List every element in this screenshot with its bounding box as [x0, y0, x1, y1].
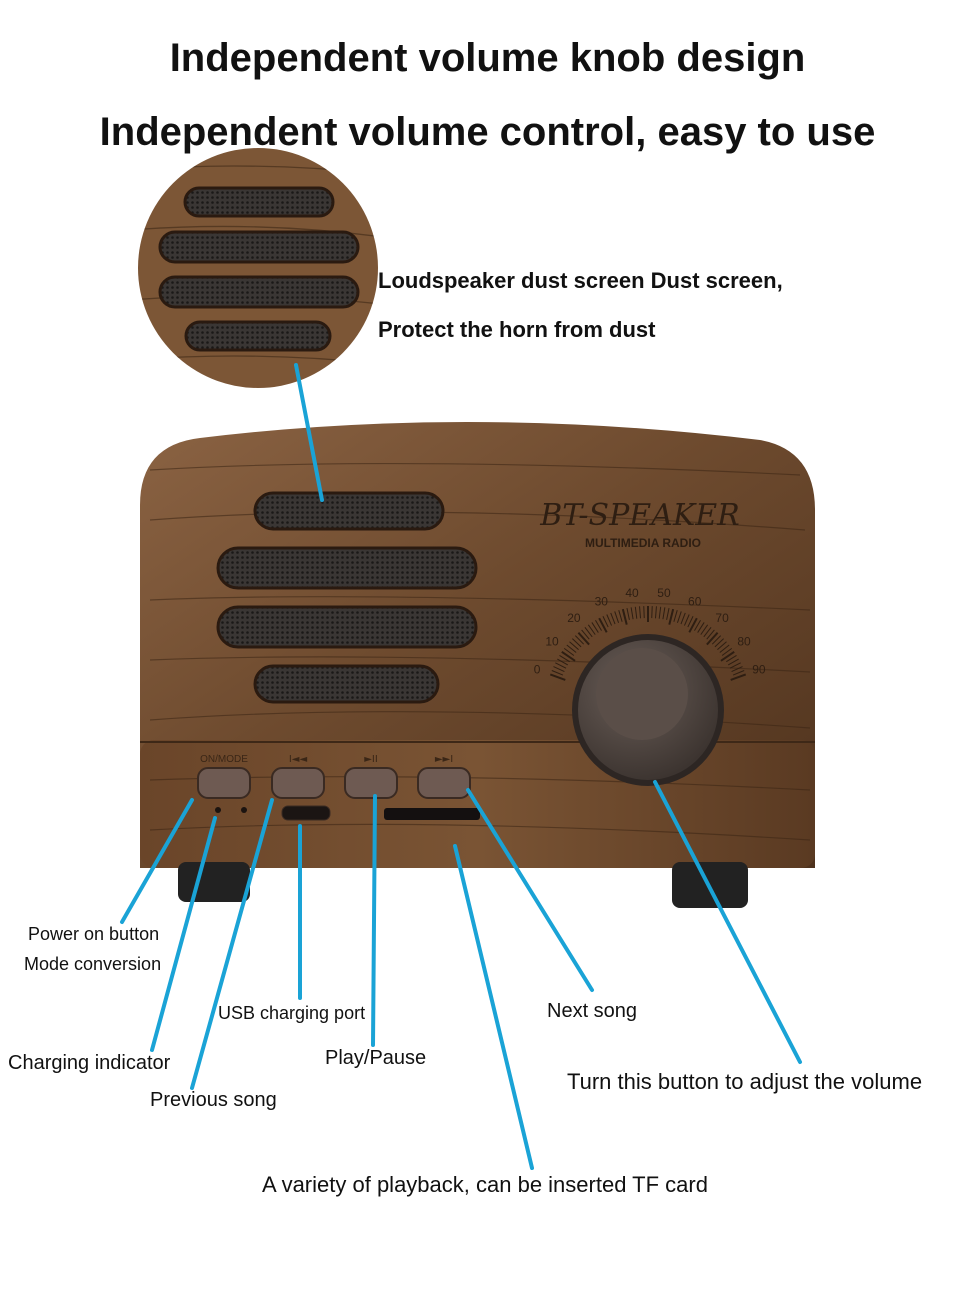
dial-tick	[717, 641, 727, 651]
dial-tick	[621, 608, 628, 625]
dial-number: 90	[752, 663, 766, 677]
dial-tick	[680, 612, 686, 625]
dial-tick	[688, 617, 698, 633]
brand-label: BT-SPEAKER	[539, 498, 740, 533]
dial-tick	[726, 654, 737, 663]
dial-tick	[700, 624, 709, 635]
prev-mark: I◄◄	[289, 754, 308, 765]
dial-tick	[676, 611, 682, 623]
usb-port-label: USB charging port	[218, 1003, 366, 1023]
dial-tick	[559, 654, 570, 663]
dial-tick	[697, 622, 705, 633]
next-song-label: Next song	[547, 1000, 638, 1022]
dial-number: 0	[534, 663, 541, 677]
page-title: Independent volume knob design	[169, 36, 806, 80]
dial-tick	[703, 627, 712, 638]
tf-card-label: A variety of playback, can be inserted T…	[262, 1172, 708, 1197]
charging-led	[215, 807, 221, 813]
dial-tick	[721, 647, 733, 656]
dial-tick	[572, 638, 582, 648]
dial-tick	[662, 607, 666, 620]
dial-tick	[574, 635, 585, 645]
leader-lines	[120, 363, 802, 1170]
dial-tick	[711, 635, 722, 645]
dial-tick	[549, 673, 566, 681]
dial-number: 80	[737, 634, 751, 648]
dial-tick	[687, 616, 694, 628]
dial-tick	[658, 606, 662, 619]
play-pause-label: Play/Pause	[325, 1047, 427, 1069]
dial-number: 10	[545, 634, 559, 648]
dial-number: 50	[657, 586, 671, 600]
dial-tick	[614, 611, 620, 623]
dial-number: 60	[688, 595, 702, 609]
dial-tick	[727, 658, 739, 666]
dial-tick	[666, 608, 670, 621]
dial-tick	[587, 624, 596, 635]
dial-tick	[555, 662, 567, 669]
dial-tick	[730, 673, 747, 681]
dial-number: 30	[595, 595, 609, 609]
dial-tick	[602, 616, 609, 628]
play-mark: ►II	[364, 754, 378, 765]
dial-number: 20	[567, 611, 581, 625]
dial-tick	[683, 614, 690, 626]
power-button-label: Power on button	[28, 924, 160, 944]
dial-tick	[626, 608, 630, 621]
dial-tick	[598, 617, 608, 633]
left-foot	[178, 862, 250, 902]
dial-tick	[563, 647, 575, 656]
dial-tick	[569, 641, 579, 651]
dial-tick	[630, 607, 634, 620]
charging-indicator-label: Charging indicator	[8, 1052, 171, 1074]
dial-tick	[694, 619, 701, 631]
speaker-grille	[216, 491, 478, 704]
dial-tick	[584, 627, 593, 638]
dial-tick	[668, 608, 675, 625]
dial-tick	[606, 614, 613, 626]
dust-screen-label-line2: Protect the horn from dust	[378, 317, 656, 342]
status-led	[241, 807, 247, 813]
zoom-bubble	[138, 148, 378, 388]
dial-tick	[551, 670, 564, 676]
dial-tick	[714, 638, 724, 648]
dial-tick	[591, 622, 599, 633]
dial-tick	[639, 606, 642, 619]
dial-tick	[618, 610, 623, 622]
volume-dial-scale: 0 10 20 30 40 50 60 70 80 90	[534, 586, 766, 681]
dial-tick	[561, 651, 576, 662]
dial-tick	[553, 666, 565, 673]
dial-tick	[654, 606, 657, 619]
dial-tick	[595, 619, 602, 631]
dial-tick	[673, 610, 678, 622]
mode-mark: ON/MODE	[200, 754, 248, 765]
dial-tick	[720, 651, 735, 662]
usb-port	[281, 805, 331, 821]
dial-tick	[557, 658, 569, 666]
dial-tick	[581, 629, 590, 640]
volume-knob	[572, 634, 724, 786]
dial-tick	[731, 666, 743, 673]
next-mark: ►►I	[435, 754, 453, 765]
dial-tick	[566, 644, 577, 653]
previous-song-label: Previous song	[150, 1089, 277, 1111]
dust-screen-label-line1: Loudspeaker dust screen Dust screen,	[378, 268, 783, 293]
dial-tick	[634, 606, 638, 619]
volume-label: Turn this button to adjust the volume	[567, 1069, 923, 1094]
page-subtitle: Independent volume control, easy to use	[99, 110, 876, 154]
mode-conversion-label: Mode conversion	[24, 954, 162, 974]
tf-card-slot	[384, 808, 480, 820]
sub-brand-label: MULTIMEDIA RADIO	[585, 536, 701, 550]
control-buttons: ON/MODE I◄◄ ►II ►►I	[197, 754, 471, 799]
dial-tick	[610, 612, 616, 625]
dial-tick	[706, 632, 719, 646]
dial-tick	[732, 670, 745, 676]
dial-number: 70	[715, 611, 729, 625]
dial-tick	[729, 662, 741, 669]
dial-tick	[706, 629, 715, 640]
dial-number: 40	[625, 586, 639, 600]
dial-tick	[719, 644, 730, 653]
dial-tick	[577, 632, 590, 646]
